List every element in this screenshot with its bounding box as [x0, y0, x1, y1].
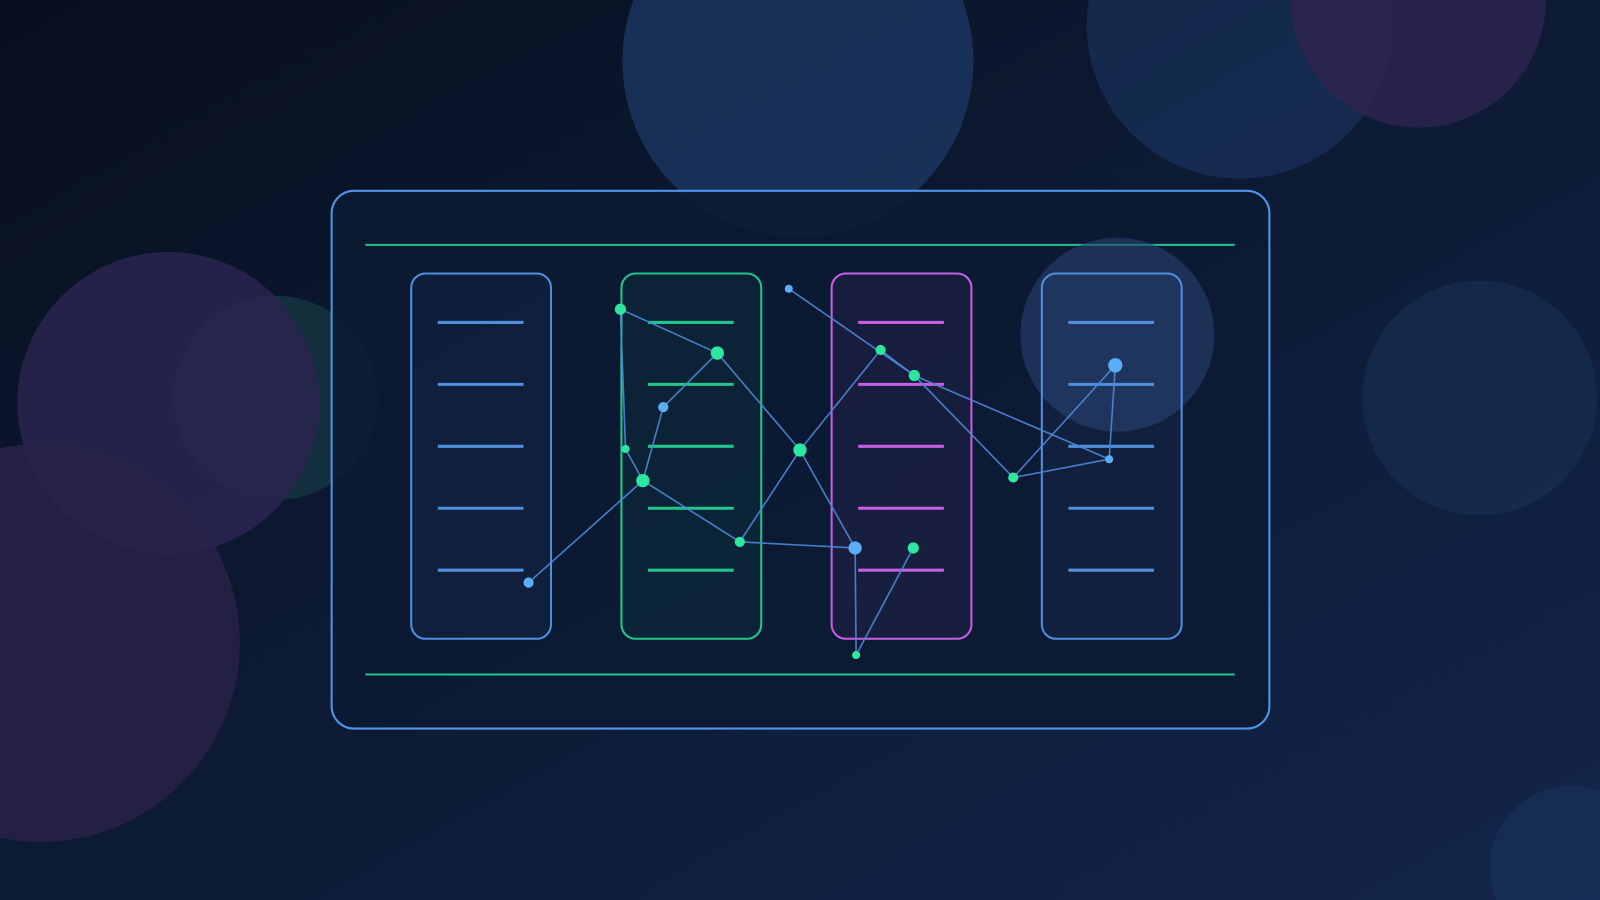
columns [410, 237, 1215, 640]
network-edge [913, 374, 1014, 479]
network-edge [716, 352, 801, 451]
network-edge [1013, 458, 1110, 479]
network-edge [619, 309, 627, 450]
network-edge [1108, 365, 1117, 460]
background-bubble [0, 443, 240, 842]
network-node [784, 284, 793, 293]
network-edge [620, 308, 718, 354]
network-node [907, 542, 919, 554]
network-edge [913, 374, 1110, 460]
column-card [620, 272, 763, 640]
network-node [848, 541, 862, 555]
network-edge [880, 349, 915, 377]
network-edge [799, 449, 856, 549]
network-node [614, 303, 627, 315]
network-edge [788, 288, 915, 377]
network-edges [528, 288, 1117, 656]
background-bubble [1362, 280, 1597, 516]
network-edge [528, 480, 644, 584]
column-card [410, 272, 553, 640]
background-bubble [622, 0, 974, 237]
network-node [710, 346, 724, 360]
network-node [1105, 455, 1114, 464]
network-node [852, 651, 861, 660]
column-card [830, 272, 973, 640]
network-node [636, 473, 650, 488]
network-node [875, 344, 886, 356]
network-edge [854, 547, 857, 656]
background-bubble [1290, 0, 1546, 128]
network-edge [855, 547, 914, 656]
network-node [908, 369, 920, 382]
network-node [1008, 472, 1019, 483]
network-edge [739, 449, 801, 543]
network-edge [739, 541, 856, 549]
network-node [734, 536, 745, 547]
network-node [523, 577, 534, 588]
network-node [793, 443, 807, 457]
network-edge [1012, 364, 1116, 479]
network-edge [642, 406, 665, 481]
network-node [621, 444, 630, 454]
background-bubble [1489, 785, 1600, 900]
network-edge [662, 352, 718, 408]
network-nodes [523, 284, 1123, 660]
network-node [658, 402, 669, 413]
network-edge [799, 349, 882, 451]
network-edge [642, 479, 741, 543]
network-node [1108, 358, 1123, 373]
